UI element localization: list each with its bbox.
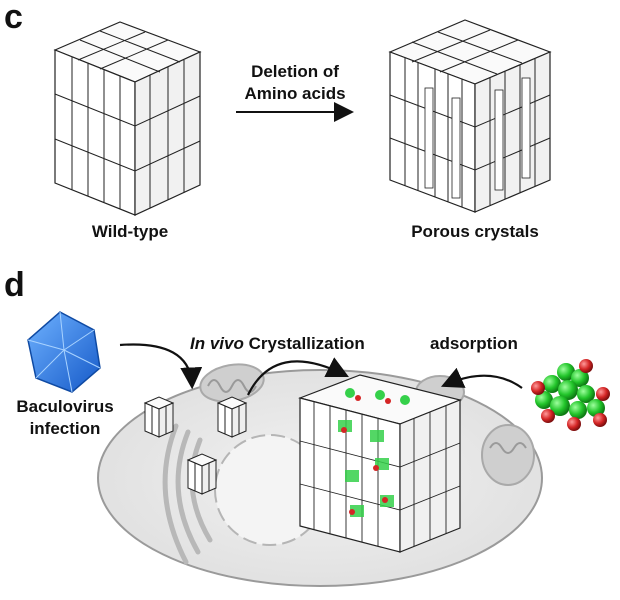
crystal-unit-1	[143, 396, 175, 438]
baculovirus-icon	[27, 311, 101, 393]
crystal-unit-3	[186, 453, 218, 495]
adsorption-arrow	[440, 367, 523, 389]
crystallization-text: Crystallization	[243, 334, 365, 353]
guest-molecules	[338, 388, 410, 517]
arrow-label-line1: Deletion of	[251, 62, 339, 81]
panel-c-letter: c	[4, 0, 23, 36]
porous-crystal	[388, 19, 552, 213]
arrow-label-line2: Amino acids	[244, 84, 346, 103]
adsorption-label: adsorption	[430, 334, 518, 353]
mitochondrion-right	[481, 424, 535, 486]
porous-crystal-loaded	[298, 374, 462, 553]
crystal-unit-2	[216, 396, 248, 438]
wild-type-crystal	[53, 21, 202, 216]
mitochondrion-top	[199, 363, 265, 403]
in-vivo-text: In vivo	[190, 334, 244, 353]
porous-crystals-caption: Porous crystals	[411, 222, 539, 241]
guest-molecule-model	[531, 359, 610, 431]
baculovirus-label-line1: Baculovirus	[16, 397, 114, 416]
baculovirus-label-line2: infection	[29, 419, 101, 438]
crystallization-label: In vivo Crystallization	[190, 334, 410, 354]
panel-d-letter: d	[4, 266, 25, 304]
crystallization-arrow	[247, 357, 349, 396]
infection-arrow	[119, 343, 203, 390]
wild-type-caption: Wild-type	[91, 222, 169, 241]
